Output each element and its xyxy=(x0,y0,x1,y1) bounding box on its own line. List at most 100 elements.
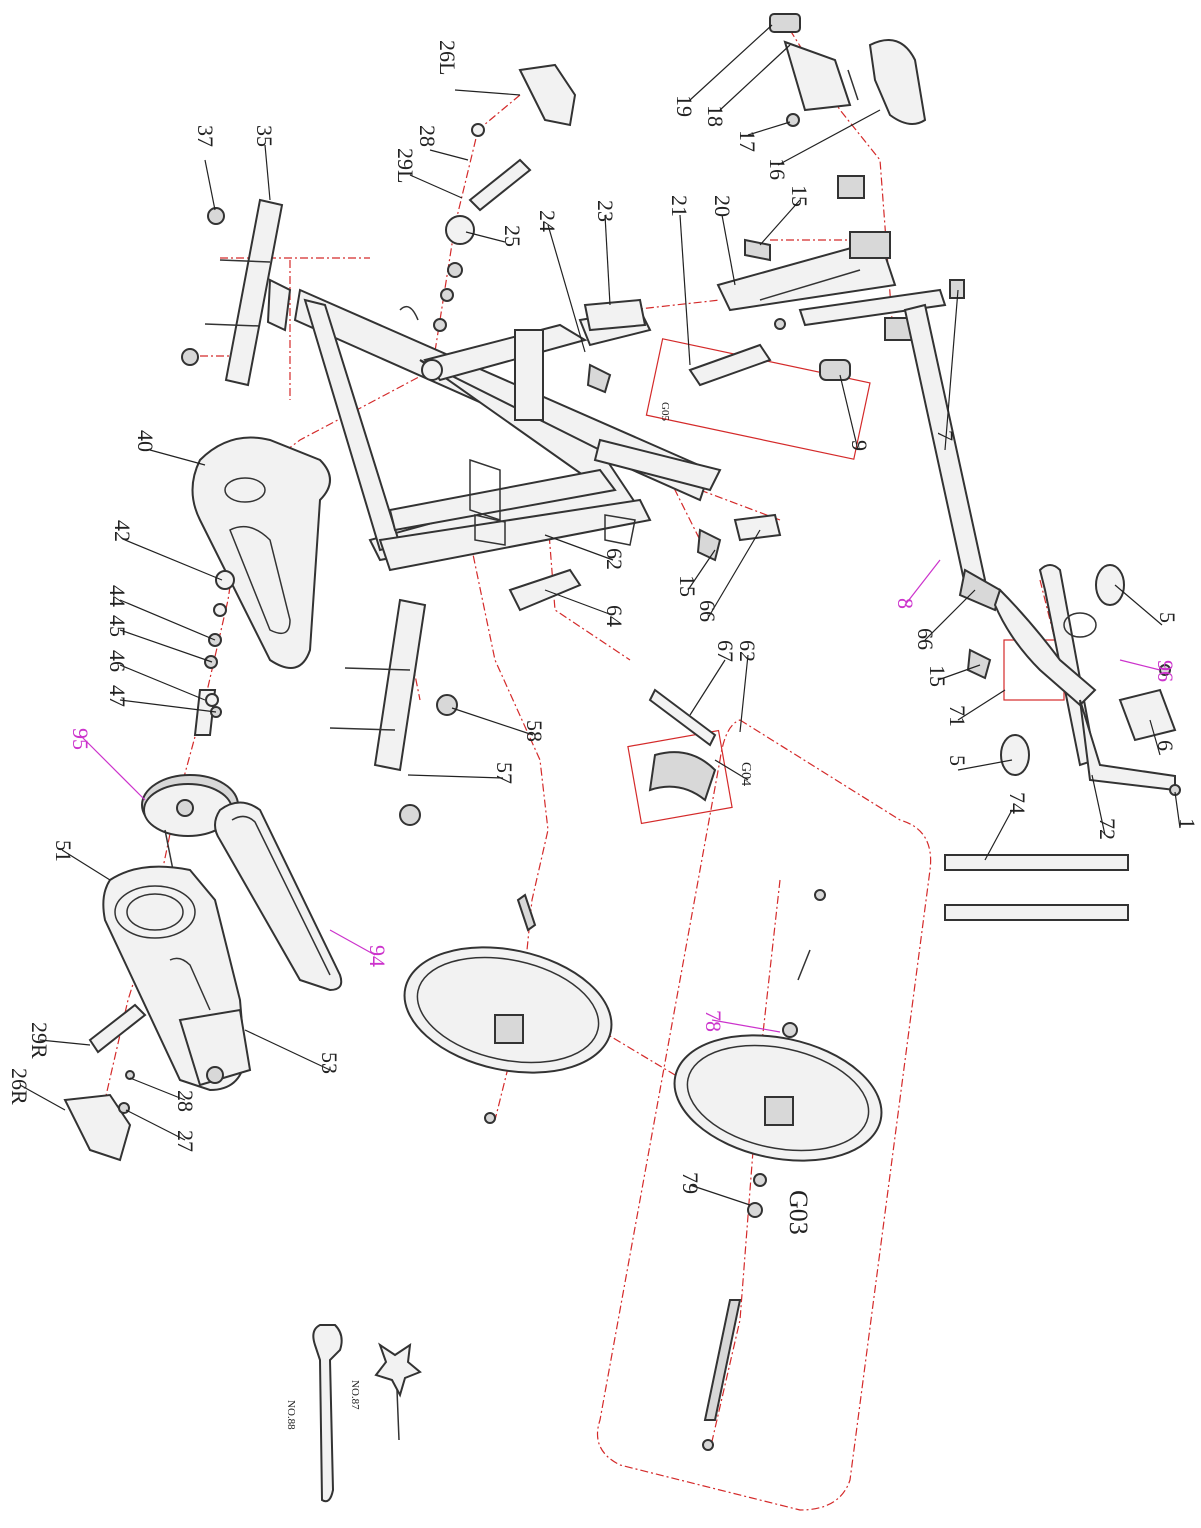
leader-line-20 xyxy=(721,214,736,286)
part-label-66-mid: 66 xyxy=(695,600,720,622)
part-label-20: 20 xyxy=(710,195,735,217)
leader-line-29R xyxy=(39,1039,91,1046)
leader-line-96 xyxy=(1119,659,1161,671)
leader-line-1 xyxy=(1174,791,1181,829)
leader-line-79 xyxy=(689,1184,751,1206)
tool-label-no88: NO.88 xyxy=(285,1400,297,1430)
leader-line-66b xyxy=(924,589,976,641)
part-label-26L: 26L xyxy=(435,40,460,75)
right-crank-pedal xyxy=(63,1003,147,1162)
part-label-45: 45 xyxy=(105,615,130,637)
group-g03-wheel xyxy=(673,889,883,1451)
part-label-37: 37 xyxy=(193,125,218,147)
part-label-53: 53 xyxy=(317,1052,342,1074)
leader-line-21 xyxy=(679,214,691,366)
part-label-15-right: 15 xyxy=(925,665,950,687)
part-label-94: 94 xyxy=(365,945,390,967)
part-label-46: 46 xyxy=(105,650,130,672)
group-label-G04: G04 xyxy=(738,762,753,786)
leader-line-9 xyxy=(839,374,859,451)
leader-line-42 xyxy=(124,539,223,581)
leader-line-18 xyxy=(719,44,791,111)
leader-line-74 xyxy=(984,809,1013,861)
leader-line-46 xyxy=(119,664,206,701)
part-label-17: 17 xyxy=(735,130,760,152)
leader-line-62 xyxy=(544,534,614,561)
leader-line-29L xyxy=(409,174,463,199)
part-label-18: 18 xyxy=(703,105,728,127)
part-label-44: 44 xyxy=(105,585,130,607)
leader-line-37 xyxy=(204,159,216,211)
leader-line-26L xyxy=(454,89,521,96)
part-label-42: 42 xyxy=(110,520,135,542)
leader-line-67 xyxy=(689,659,726,716)
part-label-74: 74 xyxy=(1005,792,1030,814)
leader-line-26R xyxy=(19,1084,66,1111)
leader-line-58 xyxy=(451,707,534,736)
flywheel xyxy=(403,893,613,1124)
seat-assembly xyxy=(769,13,927,127)
part-label-57: 57 xyxy=(492,762,517,784)
wrench-icon xyxy=(312,1324,343,1503)
part-label-62-b: 62 xyxy=(735,640,760,662)
crank-axle-parts xyxy=(193,570,235,736)
part-label-24: 24 xyxy=(535,210,560,232)
leader-line-5a xyxy=(1114,584,1163,626)
part-label-28-b: 28 xyxy=(173,1090,198,1112)
part-label-40: 40 xyxy=(133,430,158,452)
part-label-71: 71 xyxy=(945,705,970,727)
part-label-66-right: 66 xyxy=(913,628,938,650)
group-label-G05: G05 xyxy=(659,402,671,421)
leader-line-78 xyxy=(711,1019,781,1033)
part-label-25: 25 xyxy=(500,225,525,247)
part-label-15-mid: 15 xyxy=(675,575,700,597)
part-label-35: 35 xyxy=(252,125,277,147)
leader-line-23 xyxy=(604,214,611,306)
leader-line-19 xyxy=(689,24,773,101)
leader-line-72 xyxy=(1091,774,1106,836)
leader-line-15b xyxy=(687,549,716,591)
part-label-29R: 29R xyxy=(27,1022,52,1059)
spoke-wrench-icon xyxy=(374,1342,422,1398)
handlebar-assembly xyxy=(993,564,1181,796)
leader-line-28 xyxy=(429,149,469,161)
part-label-62: 62 xyxy=(602,548,627,570)
part-label-19: 19 xyxy=(672,95,697,117)
part-label-9: 9 xyxy=(847,440,872,451)
drive-belt xyxy=(214,801,343,992)
leader-line-51 xyxy=(61,849,111,881)
part-label-58: 58 xyxy=(522,720,547,742)
part-label-51: 51 xyxy=(51,840,76,862)
leader-line-71 xyxy=(957,689,1006,721)
part-label-15-top: 15 xyxy=(787,185,812,207)
part-label-28: 28 xyxy=(415,125,440,147)
part-label-5-bottom: 5 xyxy=(945,755,970,766)
chain-guard-inner xyxy=(191,436,331,669)
part-label-64: 64 xyxy=(602,605,627,627)
leader-line-44 xyxy=(119,599,216,641)
part-label-6: 6 xyxy=(1153,740,1178,751)
parts-74-plates xyxy=(944,854,1129,921)
part-label-79: 79 xyxy=(678,1172,703,1194)
leader-line-16 xyxy=(777,109,881,166)
leader-line-53 xyxy=(244,1029,331,1071)
leader-line-66a xyxy=(707,529,761,619)
part-label-5-top: 5 xyxy=(1155,612,1180,623)
tools xyxy=(312,1324,422,1503)
front-stabilizer xyxy=(329,598,458,826)
front-post xyxy=(583,175,916,492)
leader-line-24 xyxy=(547,224,586,353)
part-label-27: 27 xyxy=(173,1130,198,1152)
part-label-67: 67 xyxy=(713,640,738,662)
leader-line-17 xyxy=(747,121,791,136)
part-label-29L: 29L xyxy=(393,148,418,183)
brake-assembly xyxy=(508,343,851,802)
leader-line-6 xyxy=(1149,719,1161,756)
part-label-23: 23 xyxy=(593,200,618,222)
tool-label-no87: NO.87 xyxy=(349,1380,361,1410)
part-label-72: 72 xyxy=(1095,818,1120,840)
part-label-21: 21 xyxy=(667,195,692,217)
adjustment-knobs xyxy=(586,238,992,680)
leader-line-5b xyxy=(957,759,1013,771)
